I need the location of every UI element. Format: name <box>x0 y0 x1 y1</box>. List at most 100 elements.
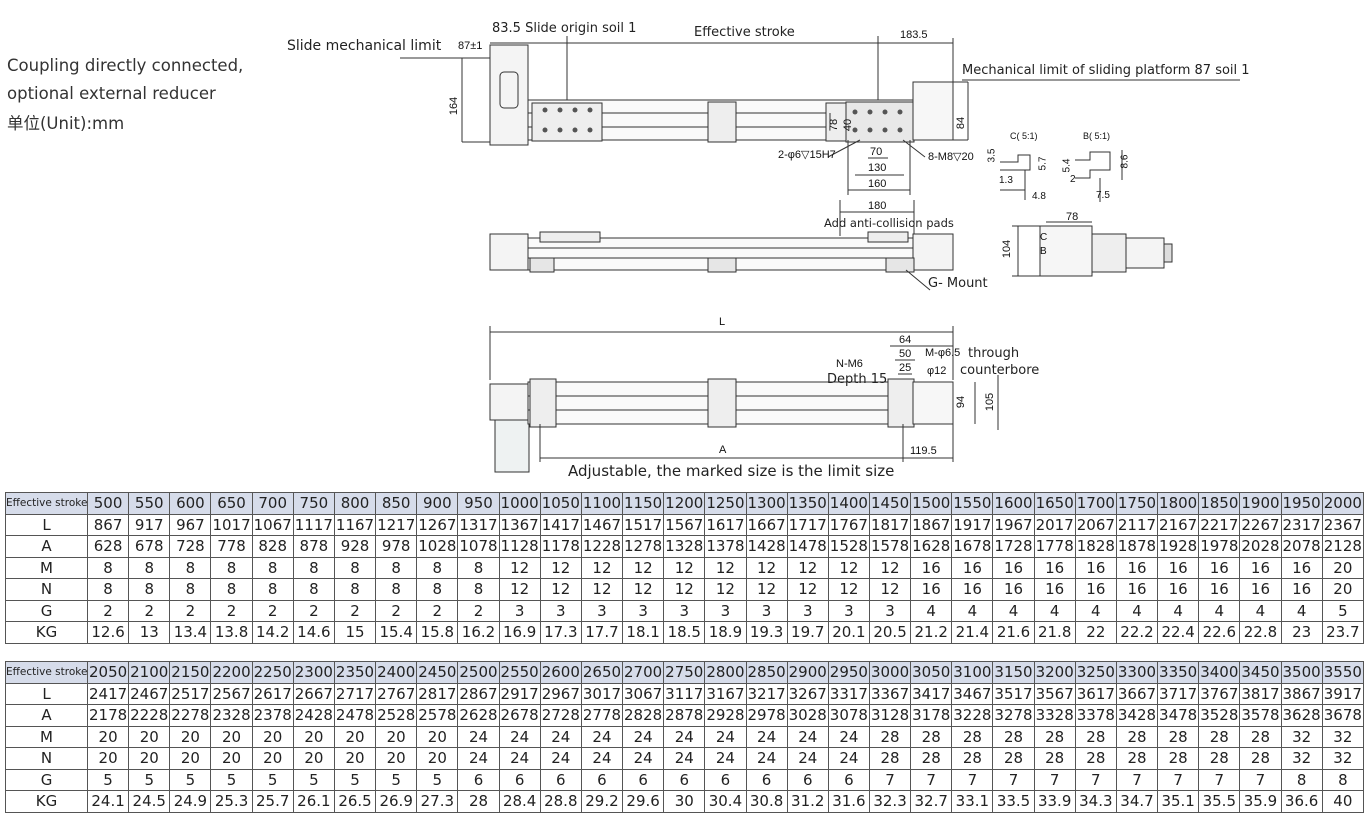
table-cell: 20.1 <box>827 621 870 644</box>
table-cell: 20 <box>210 725 253 748</box>
row-label: A <box>5 704 88 727</box>
header-cell: 2350 <box>333 661 377 684</box>
label-mount: G- Mount <box>928 276 988 291</box>
table-cell: 8 <box>457 556 500 579</box>
header-cell: 2200 <box>210 661 253 684</box>
table-cell: 20 <box>86 747 130 770</box>
table-cell: 4 <box>1033 599 1076 622</box>
table-cell: 2328 <box>210 704 253 727</box>
header-cell: 2850 <box>745 661 788 684</box>
table-cell: 22.8 <box>1239 621 1282 644</box>
table-cell: 24 <box>498 725 541 748</box>
table-cell: 15 <box>333 621 377 644</box>
table-cell: 3078 <box>827 704 870 727</box>
table-cell: 12.6 <box>86 621 130 644</box>
table-cell: 4 <box>1115 599 1159 622</box>
table-cell: 3817 <box>1239 682 1282 705</box>
table-cell: 1978 <box>1198 535 1241 558</box>
table-cell: 7 <box>951 768 994 791</box>
table-cell: 35.9 <box>1239 790 1282 813</box>
table-cell: 2228 <box>128 704 171 727</box>
dim-105: 105 <box>984 392 997 412</box>
table-cell: 6 <box>786 768 829 791</box>
note-coupling: Coupling directly connected, <box>7 56 244 75</box>
dim-c-48: 4.8 <box>1032 191 1046 202</box>
table-cell: 26.1 <box>292 790 335 813</box>
table-cell: 3 <box>868 599 912 622</box>
table-cell: 1817 <box>868 513 912 536</box>
table-cell: 16 <box>1074 556 1117 579</box>
table-cell: 3028 <box>786 704 829 727</box>
table-cell: 3317 <box>827 682 870 705</box>
table-cell: 3578 <box>1239 704 1282 727</box>
mark-b: B <box>1040 246 1047 257</box>
detail-b-title: B( 5:1) <box>1083 131 1111 141</box>
table-cell: 1367 <box>498 513 541 536</box>
table-cell: 2 <box>375 599 418 622</box>
table-cell: 3567 <box>1033 682 1076 705</box>
table-cell: 24 <box>498 747 541 770</box>
table-cell: 4 <box>1239 599 1282 622</box>
table-cell: 28 <box>992 747 1035 770</box>
row-label: N <box>5 578 88 601</box>
table-cell: 2878 <box>663 704 706 727</box>
header-cell: 2150 <box>169 661 212 684</box>
header-cell: 2800 <box>704 661 747 684</box>
table-cell: 28.8 <box>539 790 582 813</box>
table-cell: 12 <box>622 578 665 601</box>
table-cell: 3717 <box>1157 682 1200 705</box>
table-cell: 4 <box>1157 599 1200 622</box>
table-cell: 1967 <box>992 513 1035 536</box>
table-cell: 728 <box>169 535 212 558</box>
header-cell: 3000 <box>868 661 912 684</box>
table-cell: 3178 <box>910 704 953 727</box>
table-cell: 28 <box>1198 747 1241 770</box>
table-cell: 21.6 <box>992 621 1035 644</box>
table-cell: 1078 <box>457 535 500 558</box>
table-cell: 29.2 <box>580 790 624 813</box>
table-cell: 2728 <box>539 704 582 727</box>
table-cell: 24 <box>663 747 706 770</box>
table-cell: 30.8 <box>745 790 788 813</box>
table-cell: 7 <box>1074 768 1117 791</box>
table-cell: 24 <box>827 725 870 748</box>
table-cell: 8 <box>416 578 459 601</box>
table-cell: 16 <box>1115 578 1159 601</box>
table-cell: 22 <box>1074 621 1117 644</box>
row-label: KG <box>5 790 88 813</box>
table-cell: 12 <box>580 578 624 601</box>
table-cell: 24 <box>704 747 747 770</box>
table-cell: 24 <box>622 725 665 748</box>
header-cell: 1150 <box>622 492 665 515</box>
table-cell: 3367 <box>868 682 912 705</box>
header-cell: 2950 <box>827 661 870 684</box>
table-cell: 34.3 <box>1074 790 1117 813</box>
table-cell: 16 <box>1074 578 1117 601</box>
table-cell: 2928 <box>704 704 747 727</box>
table-cell: 15.8 <box>416 621 459 644</box>
table-cell: 2028 <box>1239 535 1282 558</box>
table-cell: 12 <box>745 556 788 579</box>
table-cell: 3167 <box>704 682 747 705</box>
header-cell: 3300 <box>1115 661 1159 684</box>
dim-phi12: φ12 <box>927 365 947 377</box>
table-cell: 5 <box>169 768 212 791</box>
dim-b-75: 7.5 <box>1096 190 1110 201</box>
table-cell: 22.4 <box>1157 621 1200 644</box>
table-cell: 20 <box>251 747 294 770</box>
table-cell: 8 <box>210 556 253 579</box>
table-cell: 8 <box>251 578 294 601</box>
table-cell: 3867 <box>1280 682 1323 705</box>
header-cell: 2450 <box>416 661 459 684</box>
table-cell: 12 <box>786 556 829 579</box>
dim-84: 84 <box>955 116 968 130</box>
table-cell: 16 <box>1239 556 1282 579</box>
dim-m-phi65: M-φ6.5 <box>925 347 961 359</box>
table-cell: 5 <box>292 768 335 791</box>
dim-78b: 78 <box>1066 211 1079 223</box>
table-cell: 8 <box>416 556 459 579</box>
motor-housing-bottom <box>489 383 529 421</box>
